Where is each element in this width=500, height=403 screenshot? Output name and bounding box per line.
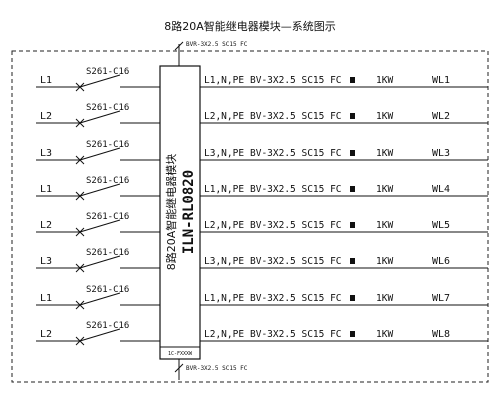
- feeder-top-label: BVR-3X2.5 SC15 FC: [186, 41, 248, 48]
- circuit-label: WL3: [432, 148, 450, 159]
- cable-phase: L1,N,PE: [204, 75, 244, 86]
- cable-phase: L2,N,PE: [204, 111, 244, 122]
- breaker-cross: [75, 300, 85, 310]
- power-rating: 1KW: [376, 256, 393, 267]
- feeder-bottom-tick: [174, 363, 184, 373]
- load-symbol: [350, 150, 355, 156]
- breaker-cross: [75, 336, 85, 346]
- cable-phase: L3,N,PE: [204, 256, 244, 267]
- breaker-cross: [75, 263, 85, 273]
- cable-spec: BV-3X2.5 SC15 FC: [250, 75, 342, 86]
- breaker-contact: [79, 255, 121, 269]
- phase-label: L2: [40, 220, 52, 231]
- phase-label: L1: [40, 75, 52, 86]
- breaker-model: S261-C16: [86, 212, 129, 222]
- cable-phase: L2,N,PE: [204, 329, 244, 340]
- load-symbol: [350, 295, 355, 301]
- cable-phase: L1,N,PE: [204, 293, 244, 304]
- breaker-contact: [79, 328, 121, 342]
- load-symbol: [350, 222, 355, 228]
- circuit-label: WL6: [432, 256, 450, 267]
- circuit-label: WL2: [432, 111, 450, 122]
- breaker-contact: [79, 74, 121, 88]
- phase-label: L1: [40, 184, 52, 195]
- load-symbol: [350, 258, 355, 264]
- circuit-label: WL7: [432, 293, 450, 304]
- breaker-cross: [75, 82, 85, 92]
- breaker-model: S261-C16: [86, 321, 129, 331]
- power-rating: 1KW: [376, 220, 393, 231]
- circuit-label: WL8: [432, 329, 450, 340]
- phase-label: L1: [40, 293, 52, 304]
- cable-spec: BV-3X2.5 SC15 FC: [250, 329, 342, 340]
- power-rating: 1KW: [376, 75, 393, 86]
- breaker-model: S261-C16: [86, 248, 129, 258]
- breaker-cross: [75, 191, 85, 201]
- phase-label: L2: [40, 111, 52, 122]
- enclosure-border: [11, 50, 489, 383]
- load-symbol: [350, 186, 355, 192]
- breaker-contact: [79, 219, 121, 233]
- feeder-bottom-label: BVR-3X2.5 SC15 FC: [186, 365, 248, 372]
- cable-spec: BV-3X2.5 SC15 FC: [250, 111, 342, 122]
- relay-module-model: ILN-RL0820: [181, 170, 197, 254]
- breaker-model: S261-C16: [86, 176, 129, 186]
- cable-spec: BV-3X2.5 SC15 FC: [250, 220, 342, 231]
- breaker-model: S261-C16: [86, 285, 129, 295]
- load-symbol: [350, 77, 355, 83]
- relay-module-box: [159, 65, 201, 360]
- breaker-contact: [79, 110, 121, 124]
- breaker-contact: [79, 292, 121, 306]
- relay-module-footer-label: 1C-FXXXW: [168, 351, 193, 357]
- cable-spec: BV-3X2.5 SC15 FC: [250, 184, 342, 195]
- breaker-model: S261-C16: [86, 140, 129, 150]
- circuit-label: WL5: [432, 220, 450, 231]
- power-rating: 1KW: [376, 184, 393, 195]
- power-rating: 1KW: [376, 293, 393, 304]
- cable-spec: BV-3X2.5 SC15 FC: [250, 148, 342, 159]
- cable-phase: L1,N,PE: [204, 184, 244, 195]
- power-rating: 1KW: [376, 148, 393, 159]
- breaker-cross: [75, 227, 85, 237]
- circuit-label: WL4: [432, 184, 450, 195]
- breaker-cross: [75, 118, 85, 128]
- breaker-contact: [79, 183, 121, 197]
- phase-label: L3: [40, 256, 52, 267]
- relay-module-name: 8路20A智能继电器模块: [164, 154, 178, 271]
- circuit-label: WL1: [432, 75, 450, 86]
- cable-spec: BV-3X2.5 SC15 FC: [250, 293, 342, 304]
- breaker-model: S261-C16: [86, 103, 129, 113]
- breaker-cross: [75, 155, 85, 165]
- cable-phase: L3,N,PE: [204, 148, 244, 159]
- power-rating: 1KW: [376, 329, 393, 340]
- phase-label: L3: [40, 148, 52, 159]
- phase-label: L2: [40, 329, 52, 340]
- breaker-model: S261-C16: [86, 67, 129, 77]
- diagram-title: 8路20A智能继电器模块—系统图示: [164, 19, 336, 33]
- cable-spec: BV-3X2.5 SC15 FC: [250, 256, 342, 267]
- cable-phase: L2,N,PE: [204, 220, 244, 231]
- load-symbol: [350, 331, 355, 337]
- load-symbol: [350, 113, 355, 119]
- breaker-contact: [79, 147, 121, 161]
- feeder-top-tick: [174, 41, 184, 51]
- power-rating: 1KW: [376, 111, 393, 122]
